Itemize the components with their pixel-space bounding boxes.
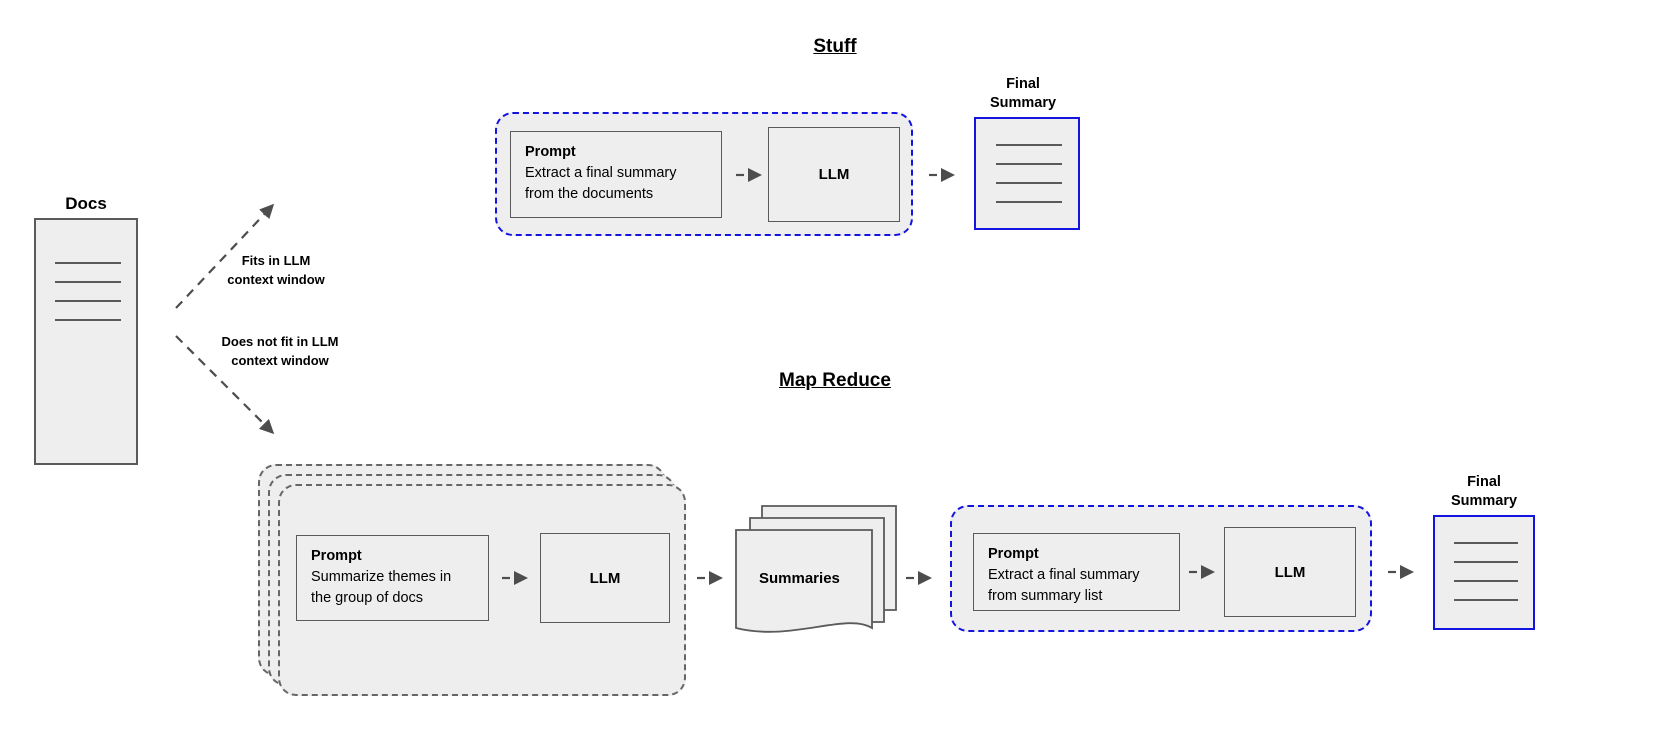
reduce-prompt-body: Extract a final summary from summary lis… [988,567,1140,605]
map-llm-box: LLM [540,533,670,623]
branch-label-does-not-fit: Does not fit in LLM context window [221,334,339,368]
summaries-document-stack-icon [735,505,897,633]
arrow-right-icon-stuff-llm-to-summary [929,168,955,182]
branch-arrow-down-icon [175,335,275,435]
reduce-llm-box: LLM [1224,527,1356,617]
summaries-label: Summaries [759,570,840,587]
arrow-right-icon-summaries-to-reduce [906,571,932,585]
stuff-prompt-box: Prompt Extract a final summary from the … [510,131,722,218]
arrow-right-icon-map-prompt-to-llm [502,571,528,585]
arrow-right-icon-reduce-prompt-to-llm [1189,565,1215,579]
map-prompt-box: Prompt Summarize themes in the group of … [296,535,489,621]
docs-document-icon [34,218,138,465]
branch-label-fits: Fits in LLM context window [227,253,325,287]
branch-arrow-up-icon [175,203,275,309]
arrow-right-icon-stuff-prompt-to-llm [736,168,762,182]
reduce-prompt-title: Prompt [988,546,1039,562]
stuff-final-summary-label: Final Summary [989,76,1057,112]
stuff-llm-box: LLM [768,127,900,222]
arrow-right-icon-map-to-summaries [697,571,723,585]
arrow-right-icon-reduce-to-final-summary [1388,565,1414,579]
stuff-final-summary-document-icon [974,117,1080,230]
map-reduce-final-summary-label: Final Summary [1450,474,1518,510]
reduce-llm-label: LLM [1274,563,1306,581]
stuff-llm-label: LLM [818,166,850,183]
map-reduce-final-summary-document-icon [1433,515,1535,630]
map-prompt-title: Prompt [311,548,362,564]
section-title-map-reduce: Map Reduce [779,370,891,391]
docs-label: Docs [65,194,107,213]
section-title-stuff: Stuff [813,36,857,57]
stuff-prompt-title: Prompt [525,144,576,160]
map-llm-label: LLM [589,569,621,587]
reduce-prompt-box: Prompt Extract a final summary from summ… [973,533,1180,611]
stuff-prompt-body: Extract a final summary from the documen… [525,165,677,203]
map-prompt-body: Summarize themes in the group of docs [311,569,452,607]
